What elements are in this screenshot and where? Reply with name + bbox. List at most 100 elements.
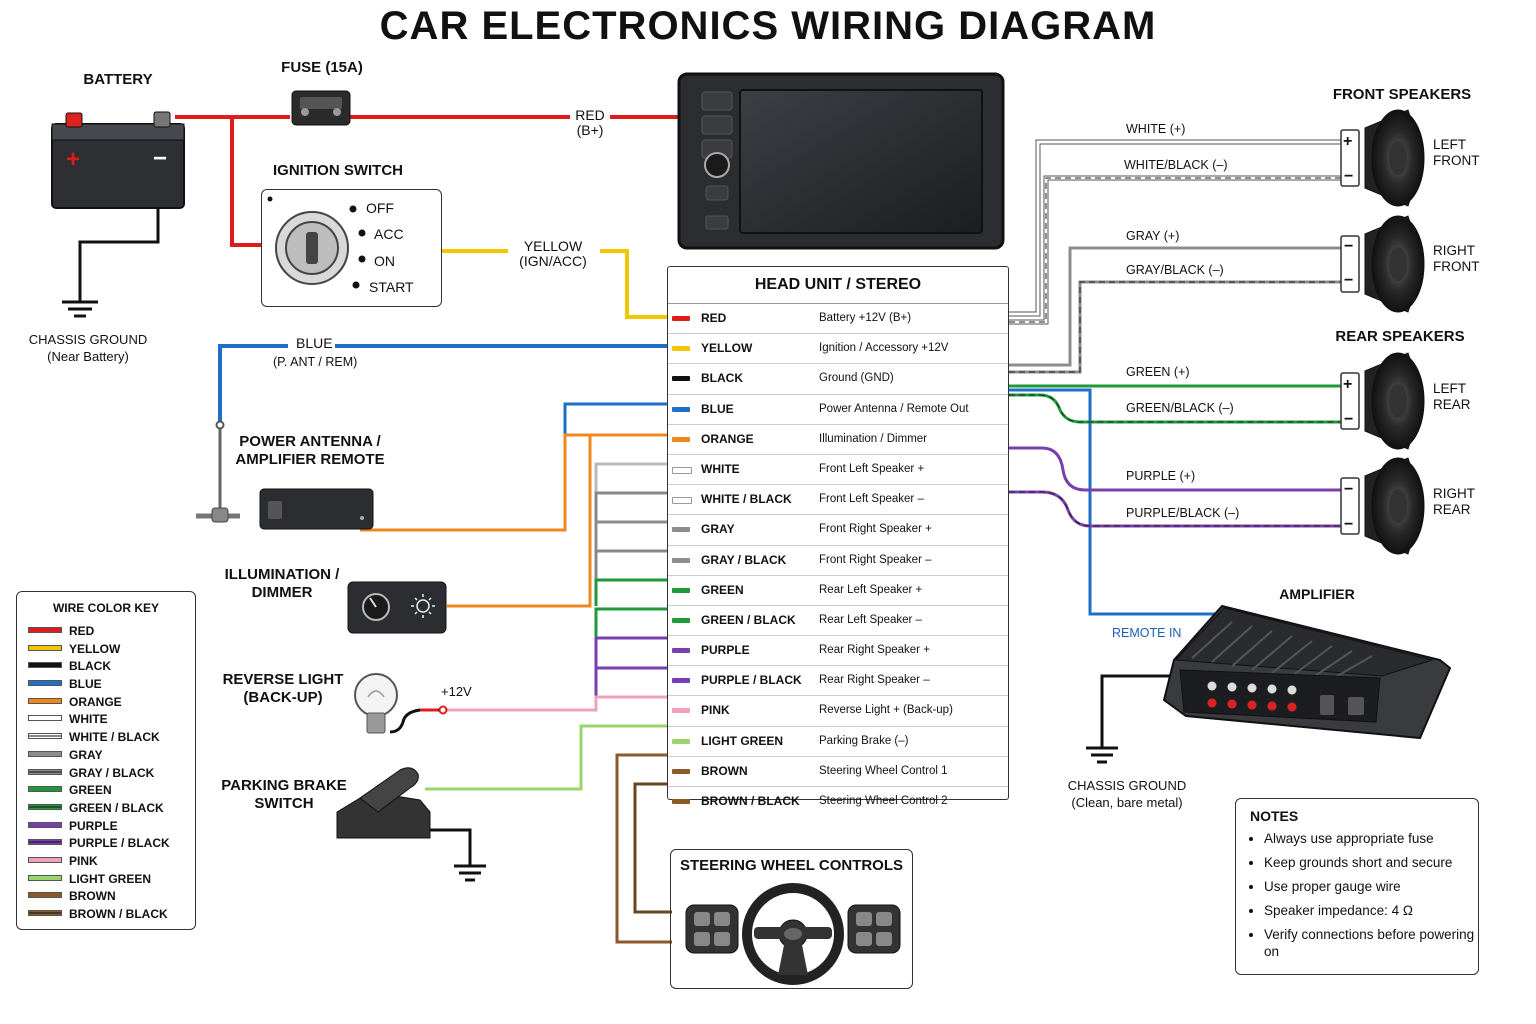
key-swatch <box>28 662 62 669</box>
note-item: Use proper gauge wire <box>1264 878 1478 895</box>
wire-function: Front Left Speaker + <box>819 462 925 475</box>
blue-wire-sub: (P. ANT / REM) <box>273 355 358 369</box>
key-item: RED <box>17 622 195 640</box>
term-fl-minus: − <box>1344 168 1354 185</box>
front-left-neg-wire <box>1009 175 1342 325</box>
wire-swatch <box>672 617 690 623</box>
key-label: BROWN <box>69 889 116 904</box>
fuse-label: FUSE (15A) <box>281 59 363 76</box>
rear-right-pos-label: PURPLE (+) <box>1126 469 1196 483</box>
head-unit-row: GREEN Rear Left Speaker + <box>668 576 1008 606</box>
parking-ground-wire <box>430 828 472 866</box>
key-swatch <box>28 839 62 846</box>
key-label: GRAY / BLACK <box>69 765 155 780</box>
wire-function: Front Right Speaker – <box>819 553 932 566</box>
wire-name: LIGHT GREEN <box>701 733 784 748</box>
wire-function: Front Right Speaker + <box>819 523 932 536</box>
wire-swatch <box>672 799 690 804</box>
key-swatch <box>28 680 62 687</box>
steering-controls-label: STEERING WHEEL CONTROLS <box>679 857 904 874</box>
chassis-ground-2-label: CHASSIS GROUND (Clean, bare metal) <box>1067 778 1187 810</box>
front-right-speaker <box>1364 215 1425 313</box>
key-swatch <box>28 715 62 722</box>
brown-black-wire <box>633 782 672 914</box>
reverse-12v-node <box>438 705 448 715</box>
blue-remote-wire <box>1009 388 1222 616</box>
rear-left-neg-label: GREEN/BLACK (–) <box>1126 401 1234 415</box>
yellow-wire-label: YELLOW (IGN/ACC) <box>519 238 587 269</box>
red-wire <box>175 115 680 247</box>
wire-name: YELLOW <box>701 341 753 356</box>
ignition-switch-label: IGNITION SWITCH <box>273 162 403 179</box>
page-title: CAR ELECTRONICS WIRING DIAGRAM <box>379 4 1157 48</box>
wire-swatch <box>672 497 692 505</box>
notes-box: NOTES Always use appropriate fuseKeep gr… <box>1235 798 1479 975</box>
key-item: GRAY / BLACK <box>17 764 195 782</box>
wire-function: Front Left Speaker – <box>819 493 924 506</box>
rear-right-neg-wire <box>1009 490 1342 528</box>
steering-wheel-graphic <box>685 883 901 985</box>
head-unit-title: HEAD UNIT / STEREO <box>668 267 1008 304</box>
ground-symbol-1 <box>62 300 98 318</box>
key-swatch <box>28 644 62 651</box>
wire-function: Ground (GND) <box>819 372 894 385</box>
notes-list: Always use appropriate fuseKeep grounds … <box>1236 830 1478 960</box>
red-wire-label: RED (B+) <box>575 107 605 138</box>
note-item: Speaker impedance: 4 Ω <box>1264 902 1478 919</box>
battery-plus: + <box>66 146 81 173</box>
key-item: WHITE <box>17 710 195 728</box>
note-item: Keep grounds short and secure <box>1264 854 1478 871</box>
wire-swatch <box>672 708 690 714</box>
front-left-pos-label: WHITE (+) <box>1126 122 1186 136</box>
rear-right-neg-label: PURPLE/BLACK (–) <box>1126 506 1240 520</box>
wire-name: PURPLE <box>701 643 750 658</box>
front-right-neg-label: GRAY/BLACK (–) <box>1126 263 1224 277</box>
wire-function: Rear Right Speaker + <box>819 644 930 657</box>
wire-swatch <box>672 587 690 593</box>
ignition-switch-box <box>261 189 442 307</box>
key-item: PINK <box>17 852 195 870</box>
key-item: GREEN / BLACK <box>17 799 195 817</box>
rear-right-speaker-label: RIGHT REAR <box>1433 486 1475 517</box>
wire-function: Rear Left Speaker + <box>819 583 923 596</box>
amplifier-remote-box <box>259 488 374 530</box>
amplifier-label: AMPLIFIER <box>1279 586 1355 602</box>
key-item: PURPLE <box>17 817 195 835</box>
wire-name: GREEN / BLACK <box>701 612 796 627</box>
ignition-pos-acc: ACC <box>374 226 404 242</box>
wire-swatch <box>672 316 690 321</box>
parking-brake-graphic <box>336 767 431 839</box>
dimmer-label: ILLUMINATION / DIMMER <box>224 566 340 601</box>
yellow-wire <box>442 249 668 319</box>
rear-left-neg-wire <box>1009 393 1342 424</box>
wire-name: GRAY <box>701 522 735 537</box>
orange-wire-dimmer <box>447 433 668 608</box>
wire-color-key-title: WIRE COLOR KEY <box>52 601 159 615</box>
ground-symbol-2 <box>1086 746 1118 764</box>
rear-left-pos-label: GREEN (+) <box>1126 365 1190 379</box>
key-label: GREEN <box>69 783 112 798</box>
reverse-bulb-graphic <box>354 673 398 734</box>
term-fr-minus-top: − <box>1344 238 1354 255</box>
note-item: Verify connections before powering on <box>1264 926 1478 960</box>
wire-swatch <box>672 648 690 654</box>
key-item: GREEN <box>17 781 195 799</box>
battery-label: BATTERY <box>83 71 153 88</box>
fuse <box>291 90 351 126</box>
rear-right-pos-wire <box>1009 446 1342 492</box>
wire-swatch <box>672 436 690 442</box>
pink-wire <box>443 695 668 712</box>
wire-name: GREEN <box>701 582 744 597</box>
head-unit-device <box>677 72 1005 250</box>
term-fr-minus: − <box>1344 272 1354 289</box>
steering-controls-box <box>670 849 913 989</box>
wire-function: Steering Wheel Control 1 <box>819 764 948 777</box>
